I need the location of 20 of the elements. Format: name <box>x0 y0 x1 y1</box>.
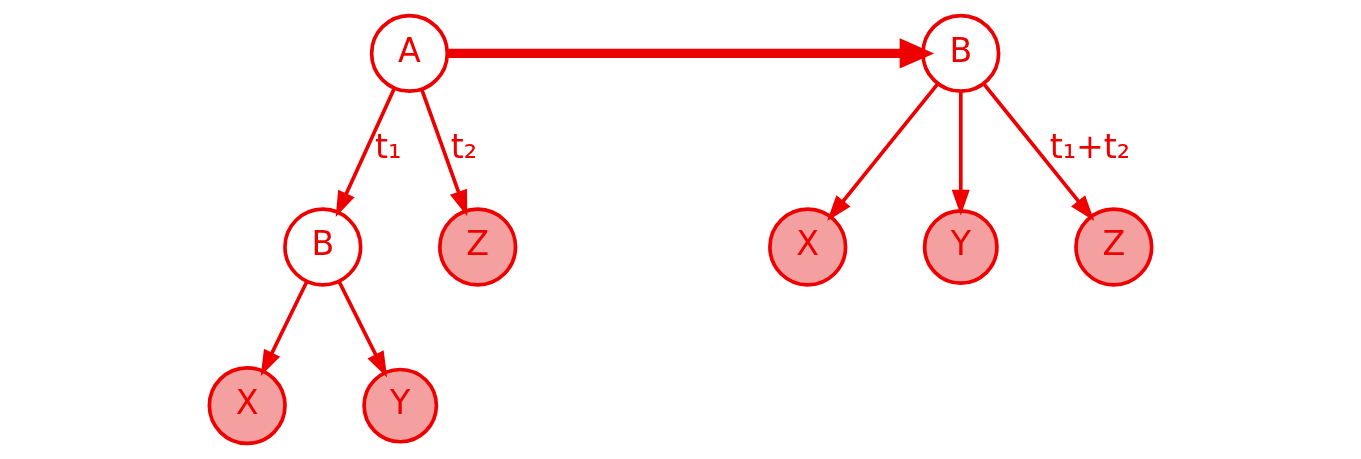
node-circle: X <box>768 207 848 287</box>
node-circle: Y <box>362 367 439 444</box>
arrow <box>951 91 970 216</box>
arrow <box>335 87 397 217</box>
edge-label: t₁+t₂ <box>1049 127 1131 167</box>
node-circle: B <box>921 13 1001 94</box>
node-circle: Y <box>922 209 999 285</box>
edge-label: t₂ <box>450 127 478 167</box>
node-circle: Z <box>1074 207 1154 287</box>
node-circle: B <box>283 207 363 287</box>
node-circle: Z <box>438 207 518 287</box>
arrow <box>982 82 1095 222</box>
node-circle: X <box>207 365 287 446</box>
node-circle: A <box>369 13 450 94</box>
arrow <box>447 38 935 69</box>
arrow <box>260 280 309 376</box>
arrow <box>337 280 388 378</box>
edge-label: t₁ <box>375 127 402 167</box>
arrow <box>419 88 468 217</box>
arrow <box>827 82 939 222</box>
